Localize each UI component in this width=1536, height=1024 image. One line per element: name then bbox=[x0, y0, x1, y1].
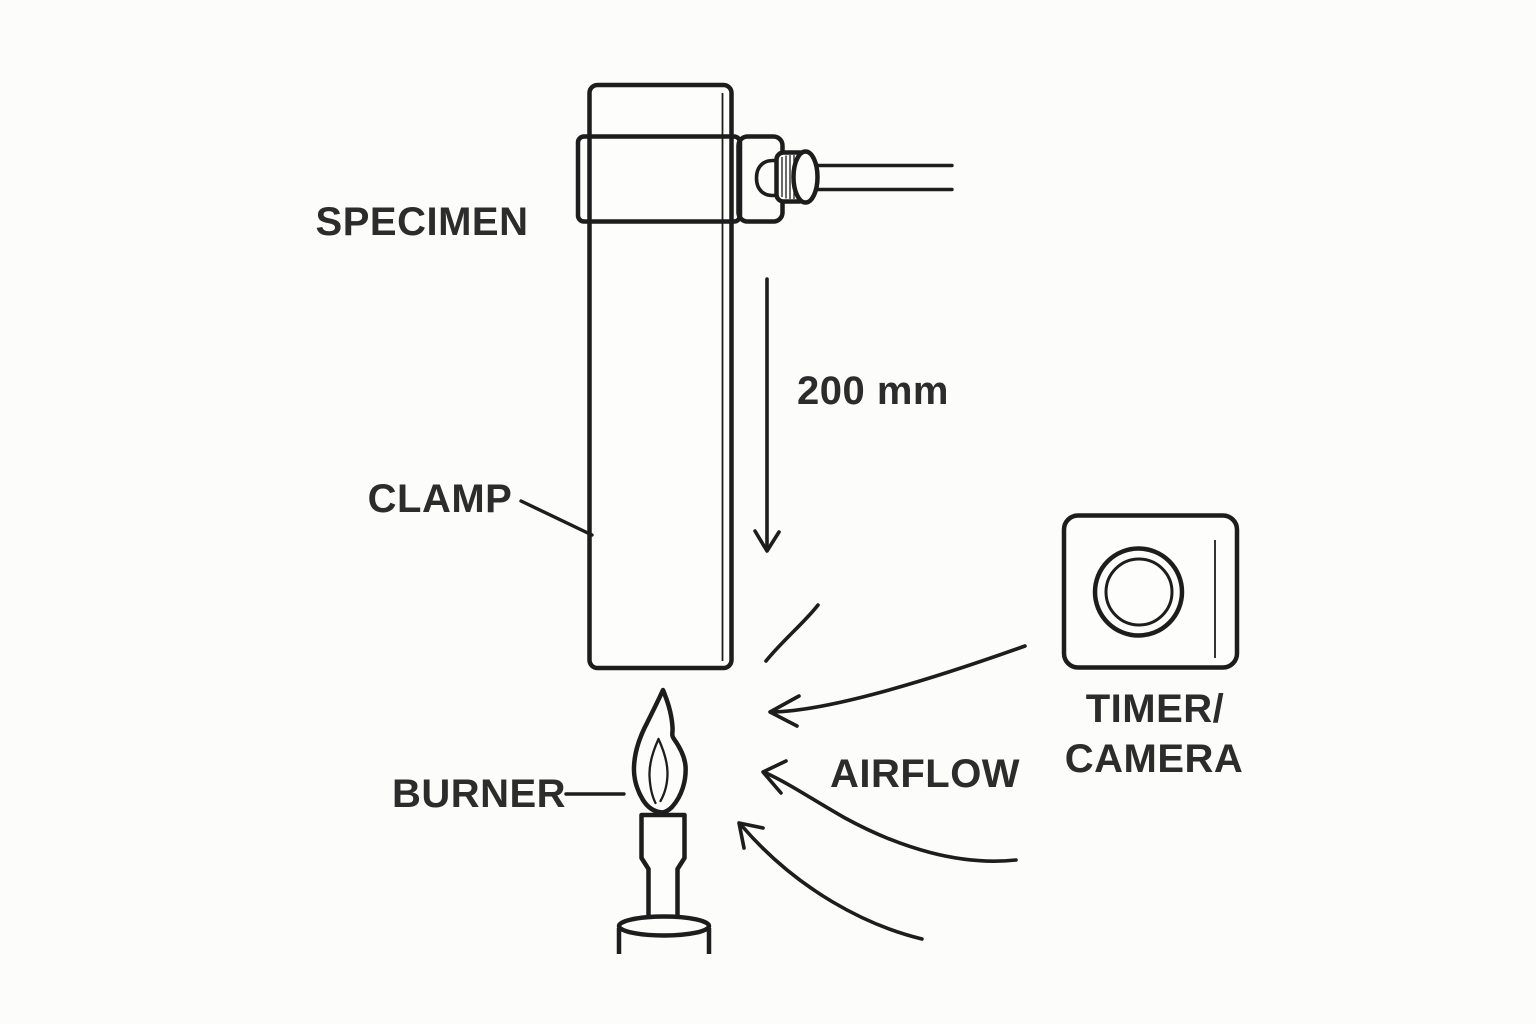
timer-camera-icon bbox=[1061, 513, 1240, 670]
arrowhead bbox=[761, 759, 788, 795]
specimen-label: SPECIMEN bbox=[316, 200, 529, 244]
timer-camera-label-line2: CAMERA bbox=[1065, 737, 1244, 781]
airflow-arrow-top bbox=[768, 644, 1027, 728]
airflow-arrow-bottom bbox=[737, 821, 924, 941]
burner bbox=[616, 687, 712, 954]
specimen bbox=[587, 82, 734, 671]
flame-inner bbox=[648, 737, 669, 805]
clamp bbox=[575, 134, 954, 224]
airflow-arrow-middle bbox=[761, 759, 1018, 863]
specimen-bar bbox=[587, 82, 734, 671]
airflow-arrows bbox=[737, 603, 1027, 941]
arrowhead bbox=[737, 821, 765, 850]
burner-tube bbox=[639, 812, 687, 917]
dimension-arrow bbox=[753, 277, 781, 553]
flame-icon bbox=[631, 687, 688, 815]
clamp-leader-line bbox=[519, 499, 594, 537]
airflow-label: AIRFLOW bbox=[830, 752, 1020, 796]
curved-arrow-icon bbox=[763, 770, 1018, 863]
burner-base-rim bbox=[616, 914, 712, 938]
camera-lens-outer bbox=[1092, 546, 1185, 638]
timer-camera-label-line1: TIMER/ bbox=[1086, 687, 1225, 731]
burner-label: BURNER bbox=[392, 772, 566, 816]
dimension-label: 200 mm bbox=[797, 369, 949, 413]
down-arrowhead bbox=[753, 529, 781, 553]
curved-arrow-icon bbox=[740, 824, 924, 941]
arrowhead bbox=[768, 694, 801, 728]
knob-face bbox=[791, 149, 820, 205]
clamp-label: CLAMP bbox=[368, 477, 513, 521]
knurled-knob-icon bbox=[774, 149, 820, 205]
flame-outer bbox=[631, 687, 688, 815]
clamp-bracket bbox=[754, 158, 780, 198]
camera-lens-inner bbox=[1104, 557, 1174, 627]
curved-arrow-icon bbox=[769, 644, 1027, 714]
airflow-arc bbox=[764, 603, 820, 663]
